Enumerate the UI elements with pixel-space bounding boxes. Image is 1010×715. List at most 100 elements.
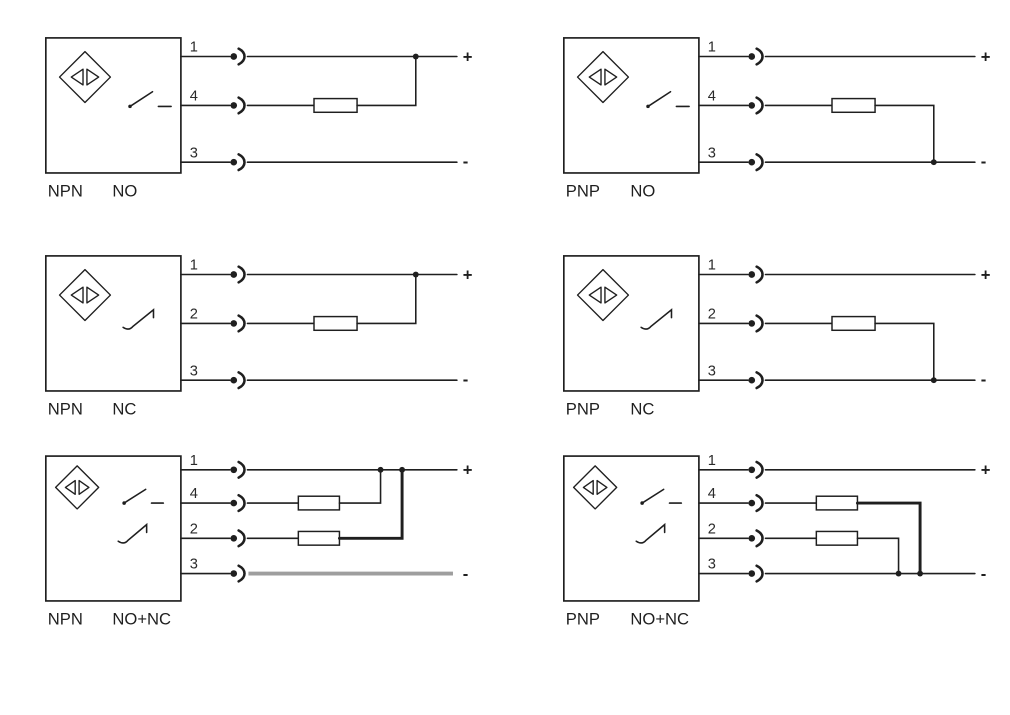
minus-terminal-label: - bbox=[463, 370, 469, 389]
transistor-type-label: NPN bbox=[48, 609, 83, 628]
pin-label: 2 bbox=[190, 307, 198, 323]
sensor-diamond-inner-icon bbox=[582, 479, 608, 495]
output-logic-label: NC bbox=[630, 399, 654, 418]
connector-icon bbox=[748, 265, 764, 284]
connector-icon bbox=[230, 529, 246, 548]
connector-icon bbox=[230, 564, 246, 583]
transistor-type-label: NPN bbox=[48, 399, 83, 418]
connector-icon bbox=[748, 371, 764, 390]
connector-icon bbox=[748, 460, 764, 479]
load-to-minus-wire bbox=[874, 322, 935, 381]
pin-label: 4 bbox=[190, 486, 198, 502]
sensor-diamond-inner-icon bbox=[70, 68, 100, 86]
no-switch-icon bbox=[640, 488, 683, 505]
pin-label: 3 bbox=[190, 557, 198, 573]
pin-label: 1 bbox=[708, 258, 716, 274]
pin-label: 3 bbox=[708, 363, 716, 379]
connector-icon bbox=[230, 47, 246, 66]
load-to-minus-wire bbox=[874, 104, 935, 163]
pin-label: 2 bbox=[708, 521, 716, 537]
minus-terminal-label: - bbox=[981, 152, 987, 171]
output-logic-label: NO bbox=[630, 181, 655, 200]
output-logic-label: NC bbox=[112, 399, 136, 418]
plus-terminal-label: + bbox=[981, 265, 991, 284]
diagram-pnp-nc: 1 + 2 3 - PNP NC bbox=[562, 255, 991, 418]
connector-icon bbox=[230, 314, 246, 333]
pin-label: 1 bbox=[190, 40, 198, 56]
output-logic-label: NO+NC bbox=[112, 609, 171, 628]
nc-switch-icon bbox=[117, 522, 148, 544]
load-resistor bbox=[815, 495, 859, 511]
load-to-plus-wire bbox=[338, 469, 382, 504]
sensor-diamond-icon bbox=[58, 268, 112, 322]
sensor-diamond-icon bbox=[54, 465, 100, 510]
connector-icon bbox=[748, 153, 764, 172]
pin-label: 1 bbox=[190, 453, 198, 469]
connector-icon bbox=[230, 460, 246, 479]
sensor-box bbox=[44, 255, 182, 392]
sensor-diamond-icon bbox=[572, 465, 618, 510]
connector-icon bbox=[230, 371, 246, 390]
connector-icon bbox=[748, 96, 764, 115]
sensor-diamond-icon bbox=[58, 50, 112, 104]
load-to-minus-wire bbox=[855, 501, 922, 575]
connector-icon bbox=[748, 564, 764, 583]
load-to-minus-wire bbox=[856, 537, 900, 575]
output-logic-label: NO bbox=[112, 181, 137, 200]
pin-label: 3 bbox=[190, 145, 198, 161]
output-logic-label: NO+NC bbox=[630, 609, 689, 628]
pin-label: 4 bbox=[708, 486, 716, 502]
sensor-diamond-icon bbox=[576, 268, 630, 322]
transistor-type-label: NPN bbox=[48, 181, 83, 200]
load-to-plus-wire bbox=[356, 55, 417, 107]
load-resistor bbox=[297, 530, 341, 546]
connector-icon bbox=[748, 47, 764, 66]
load-resistor bbox=[297, 495, 341, 511]
transistor-type-label: PNP bbox=[566, 609, 600, 628]
sensor-diamond-icon bbox=[576, 50, 630, 104]
diagram-pnp-nonc: 1 + 4 2 3 - PNP NO+NC bbox=[562, 453, 991, 628]
minus-terminal-label: - bbox=[463, 564, 469, 583]
connector-icon bbox=[230, 153, 246, 172]
connector-icon bbox=[748, 529, 764, 548]
plus-terminal-label: + bbox=[463, 461, 473, 480]
sensor-box bbox=[562, 255, 700, 392]
no-switch-icon bbox=[122, 488, 165, 505]
transistor-type-label: PNP bbox=[566, 399, 600, 418]
pin-label: 1 bbox=[708, 40, 716, 56]
sensor-box bbox=[562, 37, 700, 174]
sensor-diamond-inner-icon bbox=[588, 286, 618, 304]
load-to-plus-wire bbox=[356, 273, 417, 325]
sensor-diamond-inner-icon bbox=[70, 286, 100, 304]
connector-icon bbox=[230, 96, 246, 115]
pin-label: 1 bbox=[708, 453, 716, 469]
diagram-npn-no: 1 + 4 3 - NPN NO bbox=[44, 37, 473, 200]
connector-icon bbox=[230, 493, 246, 513]
minus-terminal-label: - bbox=[463, 152, 469, 171]
connector-icon bbox=[748, 493, 764, 513]
pin-label: 1 bbox=[190, 258, 198, 274]
sensor-box bbox=[44, 37, 182, 174]
connector-icon bbox=[748, 314, 764, 333]
diagram-pnp-no: 1 + 4 3 - PNP NO bbox=[562, 37, 991, 200]
plus-terminal-label: + bbox=[463, 47, 473, 66]
sensor-diamond-inner-icon bbox=[64, 479, 90, 495]
no-switch-icon bbox=[128, 90, 172, 109]
pin-label: 4 bbox=[190, 89, 198, 105]
nc-switch-icon bbox=[640, 308, 673, 330]
load-resistor bbox=[815, 530, 859, 546]
minus-terminal-label: - bbox=[981, 564, 987, 583]
pin-label: 2 bbox=[190, 521, 198, 537]
load-resistor bbox=[313, 97, 358, 114]
plus-terminal-label: + bbox=[463, 265, 473, 284]
pin-label: 3 bbox=[708, 557, 716, 573]
minus-terminal-label: - bbox=[981, 370, 987, 389]
load-to-plus-wire bbox=[337, 468, 404, 540]
sensor-box bbox=[44, 455, 182, 602]
plus-terminal-label: + bbox=[981, 47, 991, 66]
load-resistor bbox=[831, 97, 876, 114]
load-resistor bbox=[313, 315, 358, 332]
diagram-npn-nonc: 1 + 4 2 3 - NPN NO+NC bbox=[44, 453, 473, 628]
no-switch-icon bbox=[646, 90, 690, 109]
pin-label: 3 bbox=[190, 363, 198, 379]
